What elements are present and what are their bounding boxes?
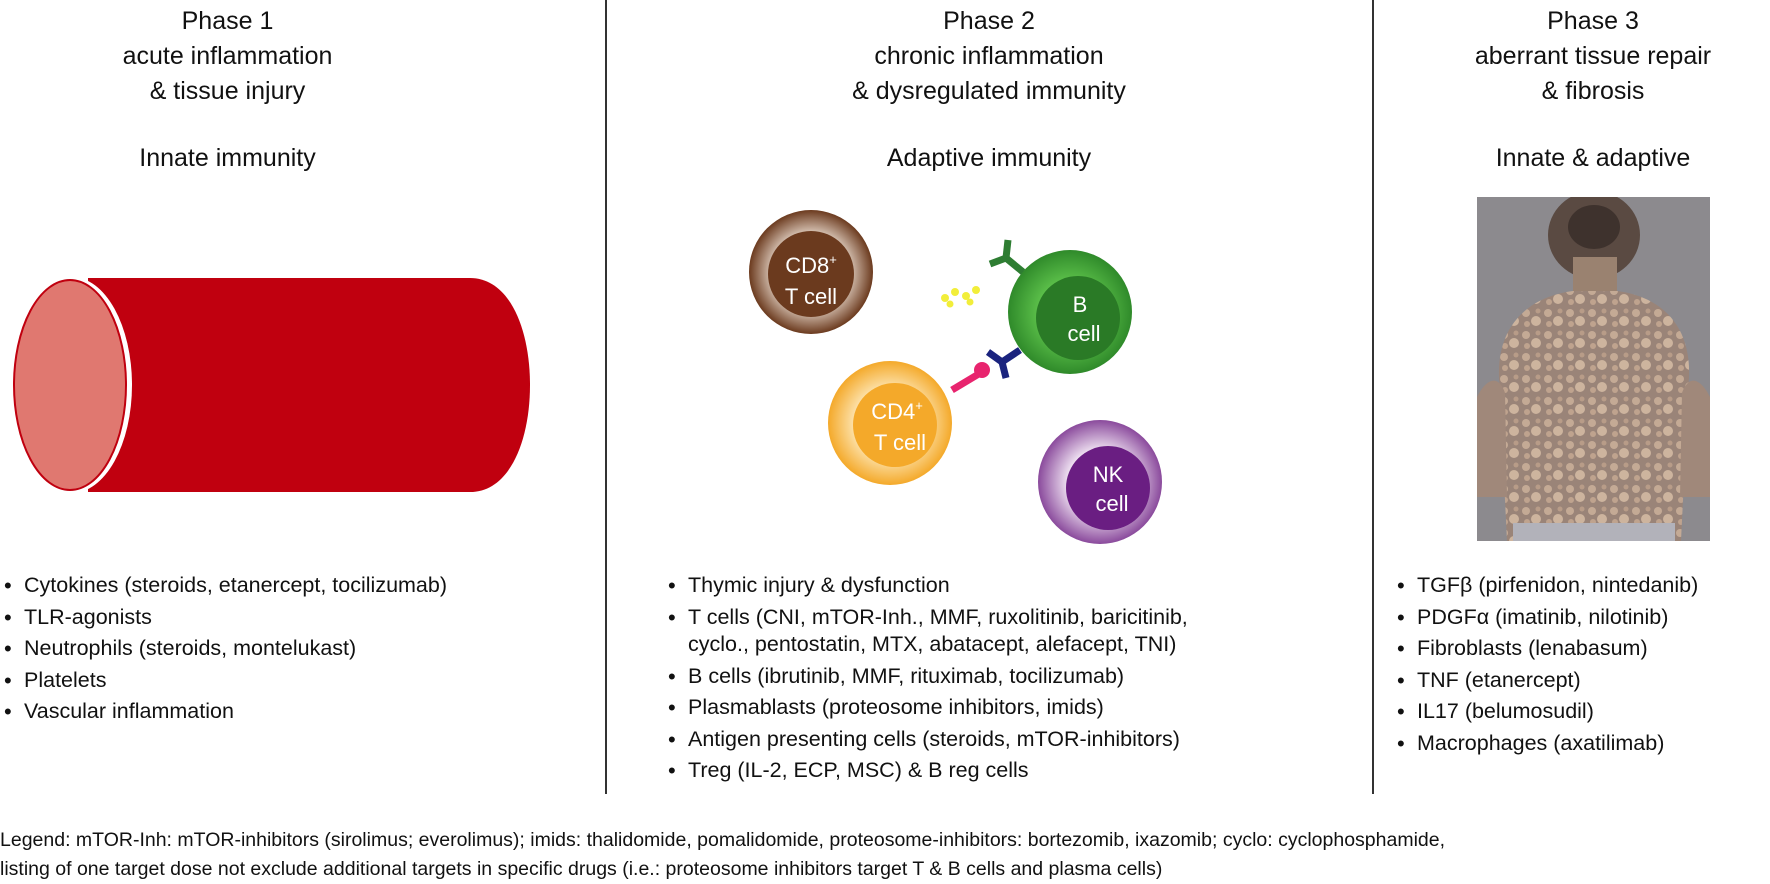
list-item: TLR-agonists <box>2 602 447 634</box>
nk-label-line2: cell <box>1095 491 1128 516</box>
svg-text:CD8+: CD8+ <box>785 252 837 278</box>
b-cell-label-line2: cell <box>1067 321 1100 346</box>
b-cell: B cell <box>1008 250 1132 374</box>
phase-1-heading: Phase 1 acute inflammation & tissue inju… <box>0 4 455 109</box>
cd8-label-line2: T cell <box>785 284 837 309</box>
antibody-icon <box>988 239 1026 275</box>
phase-2-heading: Phase 2 chronic inflammation & dysregula… <box>606 4 1372 109</box>
immune-cells-illustration: CD8+ T cell B cell CD4 <box>749 210 1162 544</box>
phase-2-title: Phase 2 <box>943 7 1035 35</box>
list-item: PDGFα (imatinib, nilotinib) <box>1395 602 1698 634</box>
list-item: TGFβ (pirfenidon, nintedanib) <box>1395 570 1698 602</box>
column-divider-right <box>1372 0 1374 794</box>
cd4-ligand-icon <box>950 362 990 394</box>
cd4-label: CD4 <box>871 399 915 424</box>
phase-3-title: Phase 3 <box>1547 7 1639 35</box>
list-item: T cells (CNI, mTOR-Inh., MMF, ruxolitini… <box>666 602 1188 634</box>
list-item: Vascular inflammation <box>2 696 447 728</box>
cd8-label: CD8 <box>785 253 829 278</box>
vessel-opening <box>13 279 127 491</box>
vessel-body <box>88 278 530 492</box>
skin-fibrosis-photo <box>1477 197 1710 541</box>
list-item: Antigen presenting cells (steroids, mTOR… <box>666 724 1188 756</box>
phase-3-subtitle-line2: & fibrosis <box>1541 77 1645 105</box>
phase-1-immunity-label: Innate immunity <box>139 144 316 172</box>
list-item: Macrophages (axatilimab) <box>1395 728 1698 760</box>
list-item: B cells (ibrutinib, MMF, rituximab, toci… <box>666 661 1188 693</box>
list-item: TNF (etanercept) <box>1395 665 1698 697</box>
b-cell-label-line1: B <box>1073 292 1088 317</box>
blood-vessel-illustration <box>12 277 530 493</box>
cd8-superscript: + <box>829 252 837 267</box>
column-divider-left <box>605 0 607 794</box>
cd8-t-cell: CD8+ T cell <box>749 210 873 334</box>
cytokine-dots <box>941 286 980 308</box>
legend-line-1: Legend: mTOR-Inh: mTOR-inhibitors (sirol… <box>0 829 1446 851</box>
phase-2-immunity-label: Adaptive immunity <box>886 144 1092 172</box>
nk-cell: NK cell <box>1038 420 1162 544</box>
phase-2-subtitle-line1: chronic inflammation <box>874 42 1104 70</box>
list-item-continuation: cyclo., pentostatin, MTX, abatacept, ale… <box>688 632 1177 656</box>
list-item: Treg (IL-2, ECP, MSC) & B reg cells <box>666 755 1188 787</box>
phase-3-target-list: TGFβ (pirfenidon, nintedanib) PDGFα (ima… <box>1395 570 1698 759</box>
cd4-superscript: + <box>915 398 923 413</box>
phase-3-immunity-label: Innate & adaptive <box>1495 144 1691 172</box>
figure-legend: Legend: mTOR-Inh: mTOR-inhibitors (sirol… <box>0 826 1445 884</box>
list-item: Platelets <box>2 665 447 697</box>
phase-1-subtitle-line1: acute inflammation <box>122 42 333 70</box>
nk-label-line1: NK <box>1093 462 1124 487</box>
list-item: Neutrophils (steroids, montelukast) <box>2 633 447 665</box>
list-item: Cytokines (steroids, etanercept, tociliz… <box>2 570 447 602</box>
svg-text:CD4+: CD4+ <box>871 398 923 424</box>
list-item: Plasmablasts (proteosome inhibitors, imi… <box>666 692 1188 724</box>
b-cell-receptor-icon <box>985 347 1022 379</box>
list-item: IL17 (belumosudil) <box>1395 696 1698 728</box>
phase-3-subtitle-line1: aberrant tissue repair <box>1474 42 1712 70</box>
phase-1-subtitle-line2: & tissue injury <box>149 77 306 105</box>
phase-1-target-list: Cytokines (steroids, etanercept, tociliz… <box>2 570 447 728</box>
cd4-t-cell: CD4+ T cell <box>828 361 952 485</box>
cd4-label-line2: T cell <box>874 430 926 455</box>
phase-2-subtitle-line2: & dysregulated immunity <box>852 77 1126 105</box>
legend-line-2: listing of one target dose not exclude a… <box>0 858 1163 880</box>
phase-3-heading: Phase 3 aberrant tissue repair & fibrosi… <box>1373 4 1770 109</box>
list-item: Fibroblasts (lenabasum) <box>1395 633 1698 665</box>
list-item: Thymic injury & dysfunction <box>666 570 1188 602</box>
phase-1-title: Phase 1 <box>181 7 274 35</box>
phase-2-target-list: Thymic injury & dysfunction T cells (CNI… <box>666 570 1188 787</box>
